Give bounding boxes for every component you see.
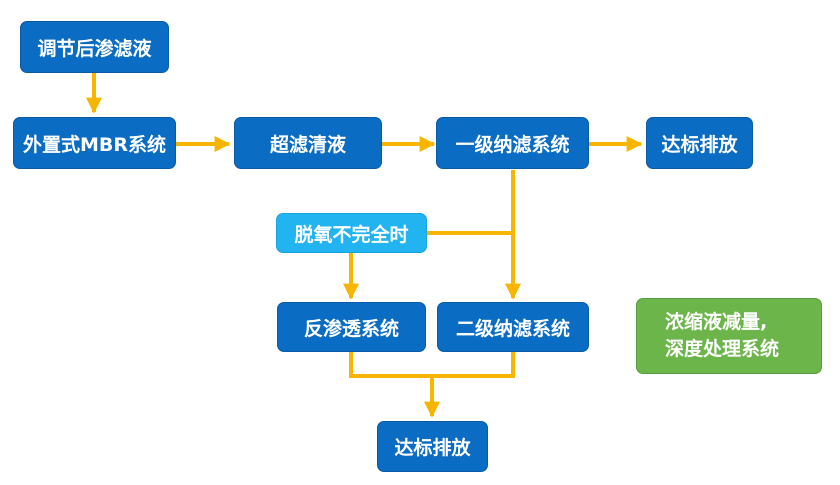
node-discharge-top-label: 达标排放 bbox=[661, 133, 738, 156]
node-uf-effluent: 超滤清液 bbox=[234, 117, 382, 169]
node-reverse-osmosis: 反渗透系统 bbox=[277, 302, 426, 352]
node-incomplete-denitrification-label: 脱氧不完全时 bbox=[294, 223, 409, 246]
node-adjusted-leachate-label: 调节后渗滤液 bbox=[37, 37, 152, 60]
node-nf-stage1: 一级纳滤系统 bbox=[436, 117, 589, 169]
node-external-mbr: 外置式MBR系统 bbox=[13, 117, 176, 169]
node-adjusted-leachate: 调节后渗滤液 bbox=[20, 21, 169, 73]
note-concentrate-treatment: 浓缩液减量, 深度处理系统 bbox=[636, 298, 822, 374]
node-discharge-bottom: 达标排放 bbox=[377, 421, 488, 472]
node-nf-stage2: 二级纳滤系统 bbox=[437, 302, 589, 352]
connector-merge bbox=[349, 352, 515, 378]
node-external-mbr-label: 外置式MBR系统 bbox=[22, 133, 167, 156]
note-line-1: 浓缩液减量, bbox=[665, 311, 768, 333]
node-discharge-top: 达标排放 bbox=[646, 117, 753, 169]
node-reverse-osmosis-label: 反渗透系统 bbox=[303, 317, 399, 340]
node-uf-effluent-label: 超滤清液 bbox=[269, 133, 346, 156]
node-discharge-bottom-label: 达标排放 bbox=[394, 437, 471, 459]
note-line-2: 深度处理系统 bbox=[665, 338, 780, 360]
node-nf-stage2-label: 二级纳滤系统 bbox=[455, 317, 570, 340]
node-nf-stage1-label: 一级纳滤系统 bbox=[455, 133, 570, 156]
node-incomplete-denitrification: 脱氧不完全时 bbox=[276, 213, 427, 253]
